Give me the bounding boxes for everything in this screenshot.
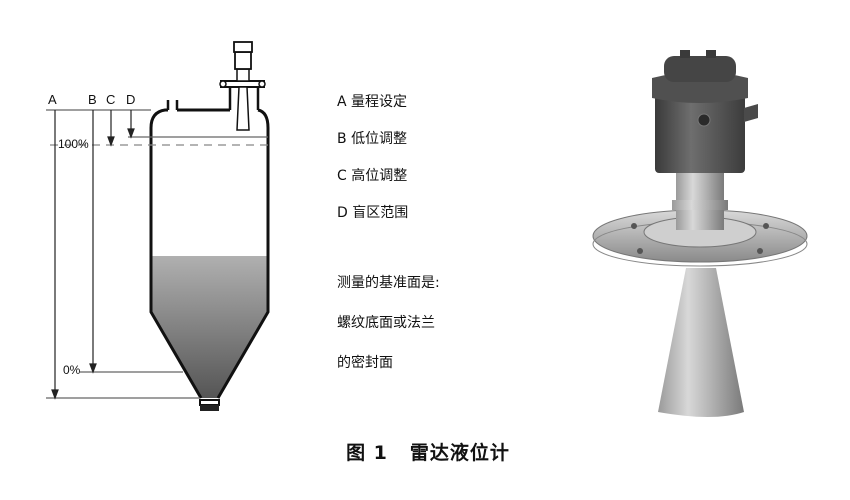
axis-letter-b: B [88, 92, 97, 107]
reference-note-line-2: 螺纹底面或法兰 [337, 315, 435, 331]
reference-lines [46, 109, 268, 399]
radar-level-meter-photo [592, 50, 808, 417]
axis-letter-d: D [126, 92, 136, 107]
tank-outline [149, 85, 270, 399]
figure-title: 雷达液位计 [409, 442, 510, 464]
legend-item-a: A 量程设定 [337, 94, 408, 110]
tank-liquid [151, 256, 268, 398]
reference-note-line-1: 测量的基准面是: [337, 275, 440, 291]
dimension-arrows [51, 110, 135, 400]
level-100-label: 100% [58, 137, 89, 151]
level-0-label: 0% [63, 363, 81, 377]
legend-item-c: C 高位调整 [337, 168, 408, 184]
legend-item-b: B 低位调整 [337, 131, 408, 147]
legend-item-d: D 盲区范围 [337, 205, 409, 221]
axis-letter-c: C [106, 92, 116, 107]
axis-letter-a: A [48, 92, 57, 107]
figure-caption: 图 1 雷达液位计 [0, 438, 850, 465]
sensor-icon [219, 41, 266, 131]
figure-number: 图 1 [346, 442, 388, 464]
reference-note-line-3: 的密封面 [337, 355, 393, 371]
tank-outlet [199, 399, 220, 406]
